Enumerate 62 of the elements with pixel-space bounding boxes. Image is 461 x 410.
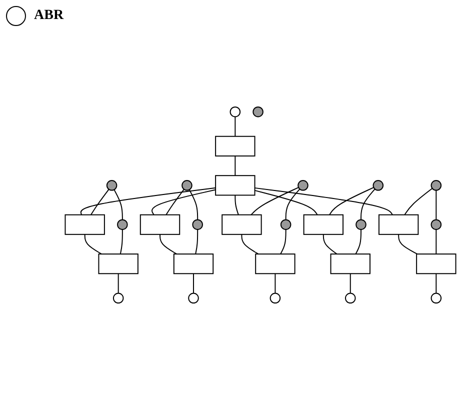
connector (329, 186, 374, 216)
connector (152, 189, 216, 216)
connector (254, 190, 318, 216)
node-circle (344, 292, 356, 304)
connector (250, 186, 300, 216)
node-circle (280, 219, 292, 230)
node-circle (117, 219, 128, 230)
node-box (303, 214, 344, 235)
node-circle (252, 106, 264, 118)
node-box (98, 254, 138, 274)
node-circle (372, 180, 384, 191)
connector (234, 116, 236, 137)
node-circle (430, 180, 442, 191)
node-box (64, 214, 105, 235)
connector (355, 229, 362, 255)
node-circle (298, 180, 308, 191)
connector (280, 229, 286, 255)
connector (404, 188, 433, 216)
node-box (222, 214, 262, 235)
connector (241, 234, 259, 255)
node-circle (192, 219, 203, 230)
connector (118, 273, 119, 294)
connector (90, 188, 110, 216)
connector (160, 234, 178, 255)
connector (234, 194, 239, 216)
connector (360, 188, 376, 220)
node-circle (430, 219, 442, 230)
node-circle (270, 292, 281, 304)
connector (274, 273, 276, 294)
node-circle (230, 106, 241, 118)
connector (193, 273, 194, 294)
node-box (173, 254, 214, 274)
connector (436, 229, 437, 255)
connector (350, 273, 351, 294)
node-box (215, 175, 256, 196)
connector (188, 189, 198, 220)
connector (84, 234, 102, 255)
connector (436, 190, 437, 220)
node-circle (112, 292, 124, 304)
connector (120, 229, 123, 255)
connector (234, 155, 236, 176)
connector (254, 187, 393, 216)
legend-label: ABR (34, 8, 64, 24)
node-box (215, 136, 256, 156)
node-circle (356, 219, 366, 230)
node-box (255, 254, 296, 274)
node-circle (182, 180, 192, 191)
node-circle (106, 180, 118, 191)
node-box (140, 214, 180, 235)
connector (285, 188, 300, 220)
connector (195, 229, 198, 255)
connector (436, 273, 437, 294)
connector (398, 234, 418, 255)
node-circle (188, 292, 199, 304)
connector (114, 189, 123, 220)
node-box (378, 214, 419, 235)
node-box (330, 254, 370, 274)
node-circle (430, 292, 442, 304)
connector (80, 187, 216, 216)
node-box (416, 254, 456, 274)
connector (166, 188, 185, 216)
connector (322, 234, 338, 255)
